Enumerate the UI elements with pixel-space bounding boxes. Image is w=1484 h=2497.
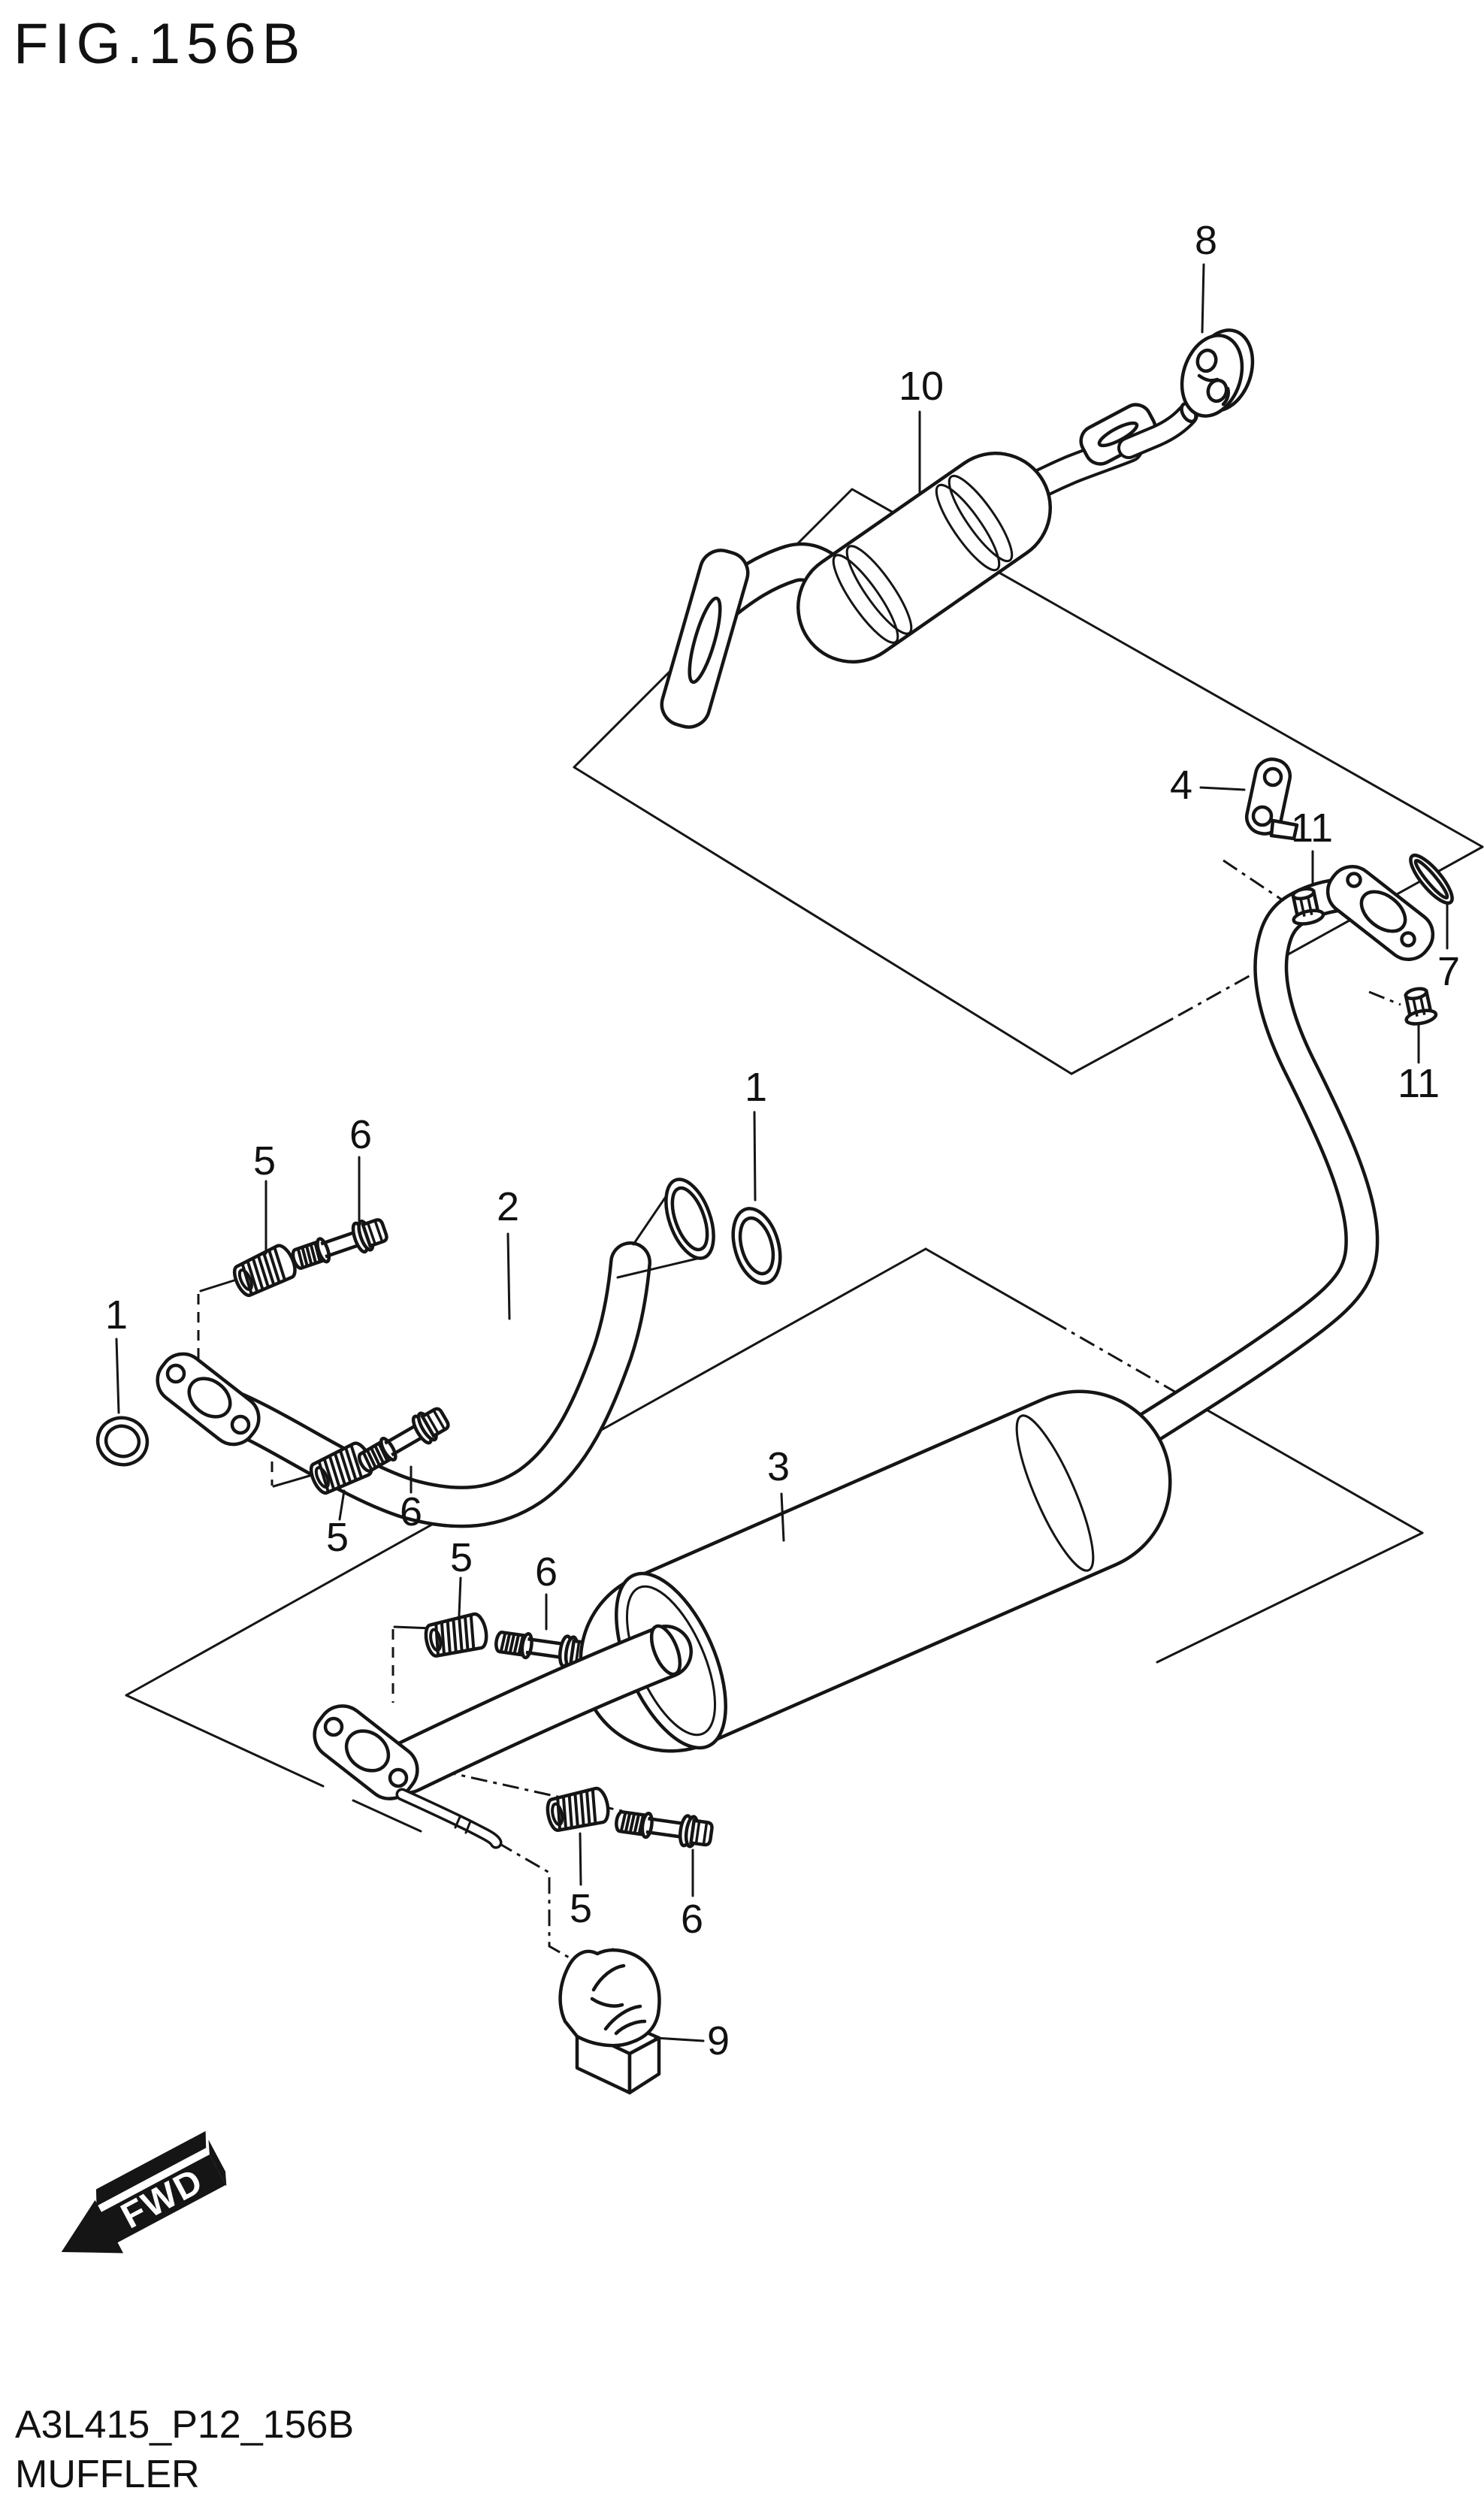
part-11-nut-lower bbox=[1401, 986, 1437, 1026]
callout-9: 9 bbox=[707, 2018, 730, 2063]
tailpipe-flange bbox=[1325, 865, 1435, 961]
figure-title: FIG.156B bbox=[14, 12, 306, 76]
callout-3: 3 bbox=[767, 1444, 790, 1489]
drawing-code: A3L415_P12_156B bbox=[15, 2403, 354, 2447]
part-7-gasket bbox=[1409, 853, 1454, 905]
callout-4: 4 bbox=[1170, 763, 1192, 808]
callout-6-c: 6 bbox=[535, 1549, 558, 1595]
leader-lines bbox=[115, 263, 1449, 2042]
callout-2: 2 bbox=[497, 1184, 519, 1229]
figure-name: MUFFLER bbox=[15, 2453, 200, 2496]
part-5-spring-c bbox=[423, 1613, 489, 1659]
callout-6-a: 6 bbox=[349, 1112, 372, 1157]
callout-6-b: 6 bbox=[400, 1489, 422, 1534]
callout-5-b: 5 bbox=[326, 1515, 349, 1560]
muffler-inlet-pipe bbox=[380, 1624, 693, 1794]
part-9-muffler-mounting bbox=[558, 1948, 661, 2095]
tailpipe bbox=[1072, 877, 1380, 1483]
muffler-inlet-flange bbox=[313, 1704, 419, 1800]
part-5-spring-d bbox=[545, 1787, 611, 1833]
callout-labels: 8 10 4 11 7 11 1 2 5 6 1 3 5 6 5 6 5 6 9 bbox=[105, 218, 1460, 2063]
callout-5-d: 5 bbox=[570, 1886, 592, 1931]
callout-10: 10 bbox=[899, 364, 944, 409]
part-1-gasket-left bbox=[95, 1416, 150, 1467]
muffler-body bbox=[579, 1389, 1172, 1753]
callout-6-d: 6 bbox=[681, 1897, 703, 1942]
fwd-direction-arrow: FWD bbox=[61, 2131, 227, 2254]
catalytic-converter bbox=[796, 452, 1052, 664]
part-6-bolt-a bbox=[289, 1215, 389, 1274]
callout-11-lower: 11 bbox=[1398, 1061, 1440, 1106]
muffler-hanger-rod bbox=[395, 1788, 503, 1849]
part-2-exhaust-pipe bbox=[156, 1177, 715, 1528]
callout-11-upper: 11 bbox=[1291, 806, 1333, 851]
callout-5-c: 5 bbox=[450, 1535, 473, 1580]
assembly-axis-lines bbox=[197, 859, 1401, 1966]
part-6-bolt-d bbox=[615, 1806, 713, 1849]
part-5-spring-a bbox=[230, 1243, 299, 1299]
callout-7: 7 bbox=[1437, 949, 1460, 994]
part-4-mounting-bracket bbox=[1244, 757, 1299, 841]
callout-8: 8 bbox=[1195, 218, 1217, 263]
part-1-gasket-right bbox=[731, 1207, 782, 1285]
part-2-front-flange bbox=[156, 1352, 261, 1447]
callout-1-left: 1 bbox=[105, 1292, 128, 1338]
part-6-bolt-b bbox=[354, 1404, 452, 1477]
part-3-muffler-assembly bbox=[313, 877, 1380, 1849]
part-10-center-pipe bbox=[660, 401, 1198, 729]
center-pipe-flange bbox=[660, 549, 750, 729]
part-8-muffler-mounting bbox=[1180, 328, 1255, 418]
callout-1-right: 1 bbox=[745, 1065, 767, 1110]
hanger-axis-line bbox=[497, 1841, 582, 1966]
callout-5-a: 5 bbox=[253, 1138, 276, 1184]
